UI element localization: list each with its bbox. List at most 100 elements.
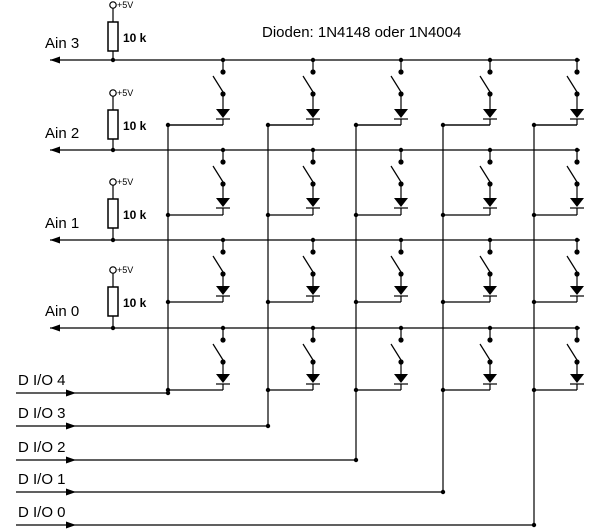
switch-blade [302, 255, 314, 273]
diode-icon [483, 286, 497, 295]
junction-dot [310, 237, 316, 243]
junction-dot [440, 387, 446, 393]
supply-label: +5V [117, 88, 133, 98]
arrow-right-icon [66, 456, 76, 464]
junction-dot [487, 147, 493, 153]
switch-blade [212, 75, 224, 93]
diode-icon [394, 286, 408, 295]
switch-blade [212, 343, 224, 361]
junction-dot [353, 387, 359, 393]
switch-contact-icon [574, 159, 580, 165]
switch-contact-icon [310, 69, 316, 75]
analog-input-label: Ain 1 [45, 215, 79, 232]
resistor-label: 10 k [123, 208, 147, 222]
junction-dot [398, 325, 404, 331]
switch-contact-icon [310, 249, 316, 255]
dio-label: D I/O 3 [18, 405, 66, 422]
switch-blade [390, 255, 402, 273]
switch-blade [212, 255, 224, 273]
diode-icon [570, 198, 584, 207]
switch-contact-icon [487, 69, 493, 75]
junction-dot [531, 299, 537, 305]
diode-icon [394, 109, 408, 118]
switch-contact-icon [487, 181, 493, 187]
switch-contact-icon [220, 69, 226, 75]
junction-dot [165, 299, 171, 305]
switch-contact-icon [398, 69, 404, 75]
resistor-body [107, 198, 119, 229]
diode-icon [483, 374, 497, 383]
diode-icon [570, 286, 584, 295]
switch-blade [390, 343, 402, 361]
junction-dot [574, 147, 580, 153]
switch-contact-icon [220, 359, 226, 365]
switch-contact-icon [220, 337, 226, 343]
switch-contact-icon [574, 271, 580, 277]
switch-contact-icon [220, 181, 226, 187]
resistor-body [107, 21, 119, 52]
resistor-label: 10 k [123, 119, 147, 133]
junction-dot [440, 212, 446, 218]
switch-contact-icon [398, 159, 404, 165]
junction-dot [220, 237, 226, 243]
junction-dot [353, 457, 359, 463]
junction-dot [310, 325, 316, 331]
switch-blade [479, 255, 491, 273]
diode-icon [483, 109, 497, 118]
diode-icon [483, 198, 497, 207]
junction-dot [574, 237, 580, 243]
switch-contact-icon [487, 337, 493, 343]
switch-contact-icon [487, 91, 493, 97]
switch-contact-icon [220, 159, 226, 165]
junction-dot [220, 57, 226, 63]
arrow-left-icon [50, 236, 60, 244]
diode-icon [394, 374, 408, 383]
supply-terminal-icon [109, 1, 117, 9]
supply-terminal-icon [109, 266, 117, 274]
junction-dot [398, 147, 404, 153]
junction-dot [531, 122, 537, 128]
arrow-left-icon [50, 324, 60, 332]
switch-contact-icon [398, 271, 404, 277]
switch-contact-icon [220, 271, 226, 277]
switch-contact-icon [310, 181, 316, 187]
switch-contact-icon [220, 249, 226, 255]
diode-icon [306, 198, 320, 207]
switch-contact-icon [310, 271, 316, 277]
dio-label: D I/O 1 [18, 471, 66, 488]
diode-icon [216, 286, 230, 295]
supply-terminal-icon [109, 178, 117, 186]
junction-dot [353, 122, 359, 128]
diode-icon [306, 374, 320, 383]
switch-contact-icon [574, 359, 580, 365]
arrow-right-icon [66, 389, 76, 397]
junction-dot [265, 212, 271, 218]
junction-dot [310, 147, 316, 153]
supply-label: +5V [117, 0, 133, 10]
switch-contact-icon [398, 91, 404, 97]
switch-contact-icon [310, 159, 316, 165]
junction-dot [110, 57, 116, 63]
junction-dot [531, 212, 537, 218]
switch-blade [390, 75, 402, 93]
switch-blade [566, 343, 578, 361]
junction-dot [110, 147, 116, 153]
supply-label: +5V [117, 265, 133, 275]
switch-contact-icon [574, 337, 580, 343]
dio-label: D I/O 4 [18, 372, 66, 389]
diode-icon [216, 374, 230, 383]
junction-dot [165, 122, 171, 128]
switch-contact-icon [487, 359, 493, 365]
arrow-left-icon [50, 56, 60, 64]
switch-contact-icon [220, 91, 226, 97]
junction-dot [574, 325, 580, 331]
switch-contact-icon [574, 249, 580, 255]
switch-blade [302, 165, 314, 183]
junction-dot [353, 212, 359, 218]
junction-dot [110, 325, 116, 331]
switch-contact-icon [310, 337, 316, 343]
junction-dot [310, 57, 316, 63]
analog-input-label: Ain 2 [45, 125, 79, 142]
switch-blade [212, 165, 224, 183]
